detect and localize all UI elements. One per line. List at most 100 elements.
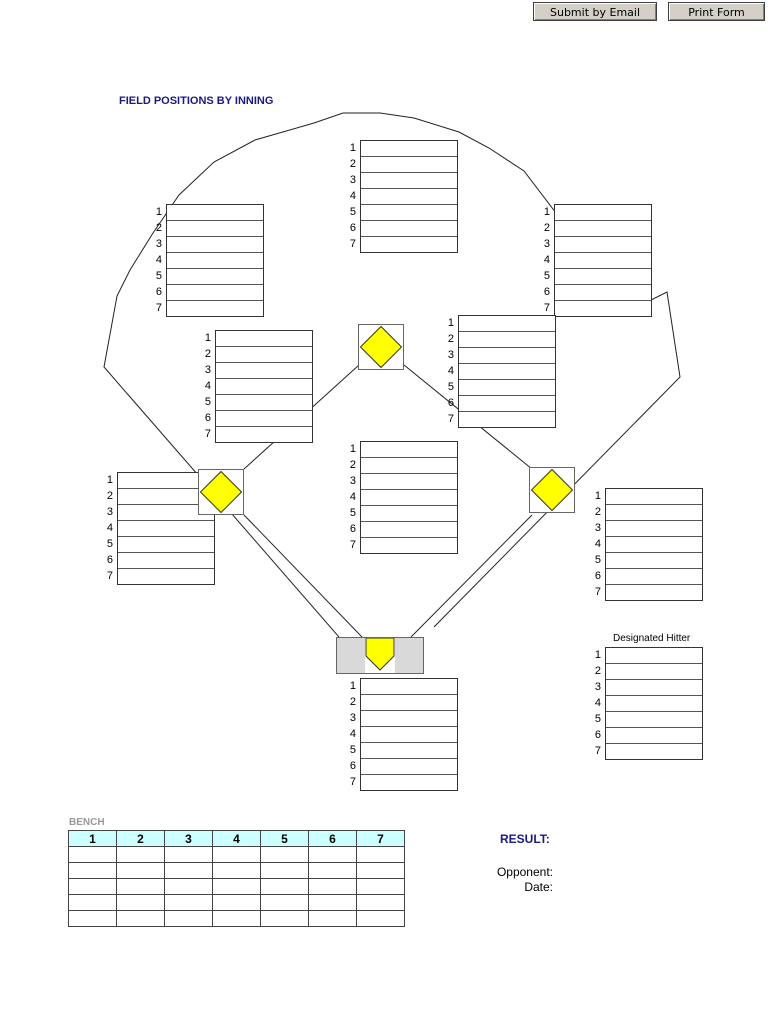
cf-inning-3-field[interactable] [361,172,457,188]
bench-cell[interactable] [164,910,213,927]
p-inning-5-field[interactable] [361,505,457,521]
bench-cell[interactable] [68,910,117,927]
2b-inning-4-field[interactable] [459,363,555,379]
ss-inning-3-field[interactable] [216,362,312,378]
3b-inning-3-field[interactable] [118,504,214,520]
p-inning-1-field[interactable] [361,442,457,457]
c-inning-1-field[interactable] [361,679,457,694]
rf-inning-4-field[interactable] [555,252,651,268]
c-inning-5-field[interactable] [361,742,457,758]
bench-cell[interactable] [116,846,165,863]
dh-inning-7-field[interactable] [606,743,702,759]
lf-inning-2-field[interactable] [167,220,263,236]
rf-inning-5-field[interactable] [555,268,651,284]
3b-inning-5-field[interactable] [118,536,214,552]
bench-cell[interactable] [68,894,117,911]
bench-cell[interactable] [68,846,117,863]
c-inning-7-field[interactable] [361,774,457,790]
dh-inning-2-field[interactable] [606,663,702,679]
bench-cell[interactable] [116,878,165,895]
bench-cell[interactable] [260,862,309,879]
2b-inning-2-field[interactable] [459,331,555,347]
cf-inning-1-field[interactable] [361,141,457,156]
lf-inning-6-field[interactable] [167,284,263,300]
2b-inning-3-field[interactable] [459,347,555,363]
bench-cell[interactable] [356,862,405,879]
dh-inning-1-field[interactable] [606,648,702,663]
cf-inning-4-field[interactable] [361,188,457,204]
1b-inning-7-field[interactable] [606,584,702,600]
dh-inning-5-field[interactable] [606,711,702,727]
lf-inning-4-field[interactable] [167,252,263,268]
c-inning-2-field[interactable] [361,694,457,710]
bench-cell[interactable] [260,894,309,911]
c-inning-4-field[interactable] [361,726,457,742]
ss-inning-4-field[interactable] [216,378,312,394]
1b-inning-4-field[interactable] [606,536,702,552]
bench-cell[interactable] [260,878,309,895]
2b-inning-6-field[interactable] [459,395,555,411]
p-inning-3-field[interactable] [361,473,457,489]
lf-inning-5-field[interactable] [167,268,263,284]
bench-cell[interactable] [212,894,261,911]
c-inning-3-field[interactable] [361,710,457,726]
lf-inning-7-field[interactable] [167,300,263,316]
print-form-button[interactable]: Print Form [668,2,765,21]
cf-inning-6-field[interactable] [361,220,457,236]
bench-cell[interactable] [164,878,213,895]
3b-inning-2-field[interactable] [118,488,214,504]
dh-inning-3-field[interactable] [606,679,702,695]
bench-cell[interactable] [308,862,357,879]
bench-cell[interactable] [356,878,405,895]
bench-cell[interactable] [116,910,165,927]
1b-inning-1-field[interactable] [606,489,702,504]
3b-inning-6-field[interactable] [118,552,214,568]
bench-cell[interactable] [164,862,213,879]
bench-cell[interactable] [356,846,405,863]
rf-inning-3-field[interactable] [555,236,651,252]
ss-inning-1-field[interactable] [216,331,312,346]
submit-by-email-button[interactable]: Submit by Email [533,2,657,21]
3b-inning-1-field[interactable] [118,473,214,488]
p-inning-4-field[interactable] [361,489,457,505]
ss-inning-5-field[interactable] [216,394,312,410]
2b-inning-7-field[interactable] [459,411,555,427]
rf-inning-2-field[interactable] [555,220,651,236]
1b-inning-6-field[interactable] [606,568,702,584]
rf-inning-6-field[interactable] [555,284,651,300]
bench-cell[interactable] [212,862,261,879]
dh-inning-4-field[interactable] [606,695,702,711]
rf-inning-7-field[interactable] [555,300,651,316]
bench-cell[interactable] [68,862,117,879]
bench-cell[interactable] [308,878,357,895]
bench-cell[interactable] [116,862,165,879]
cf-inning-2-field[interactable] [361,156,457,172]
dh-inning-6-field[interactable] [606,727,702,743]
lf-inning-1-field[interactable] [167,205,263,220]
bench-cell[interactable] [260,846,309,863]
c-inning-6-field[interactable] [361,758,457,774]
2b-inning-5-field[interactable] [459,379,555,395]
bench-cell[interactable] [164,894,213,911]
bench-cell[interactable] [212,878,261,895]
bench-cell[interactable] [116,894,165,911]
bench-cell[interactable] [308,894,357,911]
cf-inning-7-field[interactable] [361,236,457,252]
bench-cell[interactable] [212,910,261,927]
bench-cell[interactable] [308,846,357,863]
bench-cell[interactable] [260,910,309,927]
1b-inning-5-field[interactable] [606,552,702,568]
p-inning-7-field[interactable] [361,537,457,553]
ss-inning-7-field[interactable] [216,426,312,442]
p-inning-6-field[interactable] [361,521,457,537]
rf-inning-1-field[interactable] [555,205,651,220]
3b-inning-7-field[interactable] [118,568,214,584]
bench-cell[interactable] [356,894,405,911]
2b-inning-1-field[interactable] [459,316,555,331]
ss-inning-2-field[interactable] [216,346,312,362]
ss-inning-6-field[interactable] [216,410,312,426]
cf-inning-5-field[interactable] [361,204,457,220]
1b-inning-3-field[interactable] [606,520,702,536]
lf-inning-3-field[interactable] [167,236,263,252]
bench-cell[interactable] [212,846,261,863]
